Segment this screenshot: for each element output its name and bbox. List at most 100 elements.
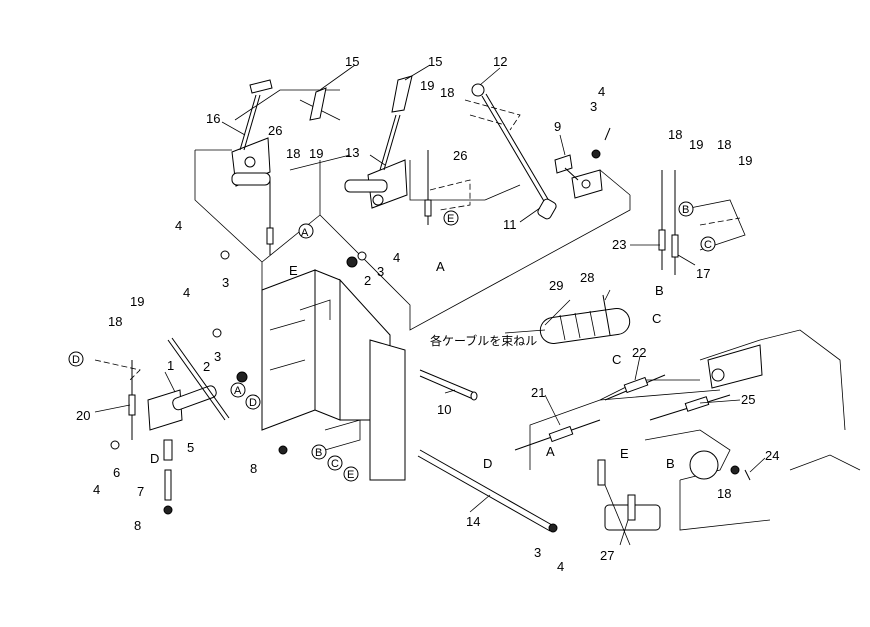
svg-text:C: C [704,239,712,251]
callout-28: 28 [580,270,594,285]
circled-C2: C [327,455,343,471]
svg-text:B: B [682,204,689,216]
circled-B2: B [311,444,327,460]
svg-text:B: B [315,447,322,459]
callout-20: 20 [76,408,90,423]
letter-C1: C [652,311,661,326]
callout-27: 27 [600,548,614,563]
pin-4a [604,127,611,141]
grip-15a [309,87,327,121]
nut-8b [278,445,288,455]
lever-16 [231,79,273,187]
callout-8a: 8 [134,518,141,533]
callout-24: 24 [765,448,779,463]
callout-18e: 18 [108,314,122,329]
callout-3a: 3 [590,99,597,114]
callout-18a: 18 [286,146,300,161]
grip-15b [391,75,413,113]
callout-25: 25 [741,392,755,407]
callout-19d: 19 [738,153,752,168]
lever-13 [344,114,408,209]
shaft-14 [417,449,558,533]
callout-19b: 19 [420,78,434,93]
pin-24 [730,465,751,481]
circled-D1: D [68,351,84,367]
circled-C1: C [700,236,716,252]
callout-21: 21 [531,385,545,400]
cable-23 [658,170,666,270]
callout-2a: 2 [364,273,371,288]
circled-D2: D [245,394,261,410]
callout-18b: 18 [440,85,454,100]
callout-16: 16 [206,111,220,126]
callout-6: 6 [113,465,120,480]
callout-18d: 18 [717,137,731,152]
svg-text:A: A [301,227,309,239]
bracket-9 [554,154,603,199]
cable-26b [424,150,471,225]
callout-3c: 3 [377,264,384,279]
cable-bundle-29 [539,308,631,344]
callout-15b: 15 [428,54,442,69]
cable-26a [266,180,274,255]
cable-22 [604,374,666,401]
letter-D2: D [483,456,492,471]
center-bracket [261,269,406,481]
callout-7: 7 [137,484,144,499]
callout-numbers: 15 15 12 16 26 18 19 19 18 13 26 3 4 9 1… [76,54,779,574]
callout-17: 17 [696,266,710,281]
callout-19c: 19 [689,137,703,152]
cable-25 [649,394,731,421]
callout-4d: 4 [183,285,190,300]
cable-bundle-note: 各ケーブルを束ねル [430,333,537,348]
circled-E1: E [443,210,459,226]
washers-center [212,250,367,383]
frame-outline [194,89,631,331]
washer-6 [110,440,120,450]
letter-E2: E [620,446,629,461]
letter-B1: B [655,283,664,298]
spring-5 [163,439,173,461]
tie-28 [602,294,611,336]
callout-18c: 18 [668,127,682,142]
svg-text:A: A [234,385,242,397]
letter-C2: C [612,352,621,367]
callout-9: 9 [554,119,561,134]
svg-text:D: D [249,397,257,409]
callout-23: 23 [612,237,626,252]
svg-text:E: E [347,469,354,481]
springs-27 [597,459,636,521]
circled-A1: A [298,223,314,239]
callout-18f: 18 [717,486,731,501]
svg-text:E: E [447,213,454,225]
callout-3d: 3 [214,349,221,364]
letter-D1: D [150,451,159,466]
callout-26b: 26 [453,148,467,163]
circled-E2: E [343,466,359,482]
callout-11: 11 [503,217,517,232]
lever-11 [464,83,557,220]
svg-text:C: C [331,458,339,470]
letter-E1: E [289,263,298,278]
cable-20 [128,360,136,440]
callout-26a: 26 [268,123,282,138]
callout-22: 22 [632,345,646,360]
lower-right-assembly [529,329,861,531]
lever-assembly-1 [94,337,230,431]
callout-4c: 4 [393,250,400,265]
callout-29: 29 [549,278,563,293]
washer-3a [591,149,601,159]
callout-13: 13 [345,145,359,160]
circled-B1: B [678,201,694,217]
callout-8b: 8 [250,461,257,476]
cable-21 [514,419,601,451]
circled-A2: A [230,382,246,398]
callout-12: 12 [493,54,507,69]
rod-7 [164,469,172,501]
cable-17 [671,170,679,275]
leader-lines [94,64,766,546]
callout-4b: 4 [175,218,182,233]
callout-15a: 15 [345,54,359,69]
bracket-right [679,199,746,251]
